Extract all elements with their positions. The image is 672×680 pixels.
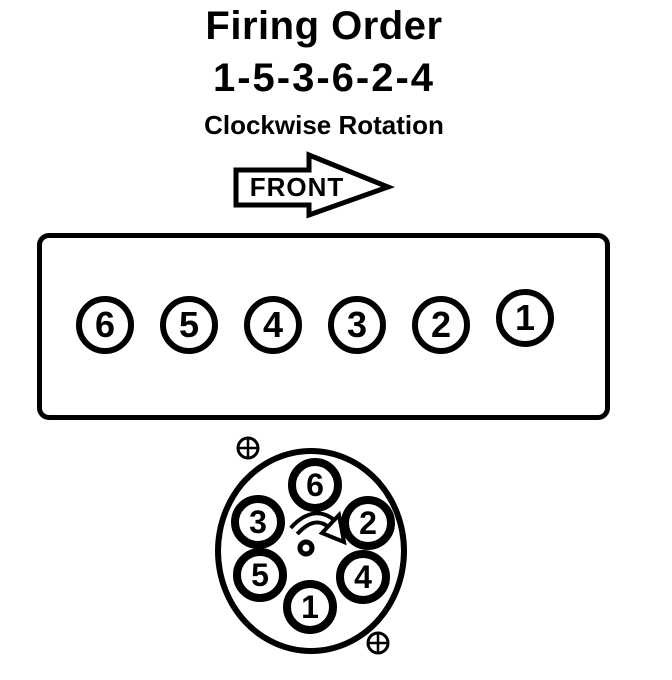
cylinder-number: 1	[514, 297, 536, 338]
tower-number: 6	[306, 466, 324, 503]
tower-number: 4	[354, 558, 372, 595]
front-arrow-label: FRONT	[250, 172, 345, 202]
cylinder-circle-2: 2	[412, 296, 470, 354]
cylinder-circle-3: 3	[328, 296, 386, 354]
distributor-tower: 4	[336, 550, 390, 604]
tower-number: 3	[249, 503, 267, 540]
cylinder-circle-1: 1	[496, 289, 554, 347]
firing-order-sequence: 1-5-3-6-2-4	[212, 56, 436, 100]
tower-number: 5	[251, 556, 269, 593]
cylinder-row: 6 5 4 3 2 1	[76, 289, 554, 354]
tower-number: 1	[301, 588, 319, 625]
clockwise-rotation-arrow-icon	[289, 511, 347, 557]
distributor-tower: 6	[288, 458, 342, 512]
crosshair-icon	[236, 436, 260, 460]
tower-number: 2	[359, 504, 377, 541]
cylinder-circle-4: 4	[244, 296, 302, 354]
page-title: Firing Order	[205, 4, 443, 48]
crosshair-icon	[366, 631, 390, 655]
cylinder-circle-5: 5	[160, 296, 218, 354]
distributor-tower: 2	[341, 496, 395, 550]
distributor-tower: 1	[283, 580, 337, 634]
cylinder-number: 6	[94, 304, 116, 345]
cylinder-number: 2	[430, 304, 452, 345]
cylinder-number: 4	[262, 304, 284, 345]
cylinder-circle-6: 6	[76, 296, 134, 354]
rotation-note: Clockwise Rotation	[204, 110, 444, 140]
distributor-tower: 5	[233, 548, 287, 602]
front-direction-arrow-icon: FRONT	[233, 151, 396, 219]
cylinder-number: 3	[346, 304, 368, 345]
cylinder-number: 5	[178, 304, 200, 345]
distributor-tower: 3	[231, 495, 285, 549]
